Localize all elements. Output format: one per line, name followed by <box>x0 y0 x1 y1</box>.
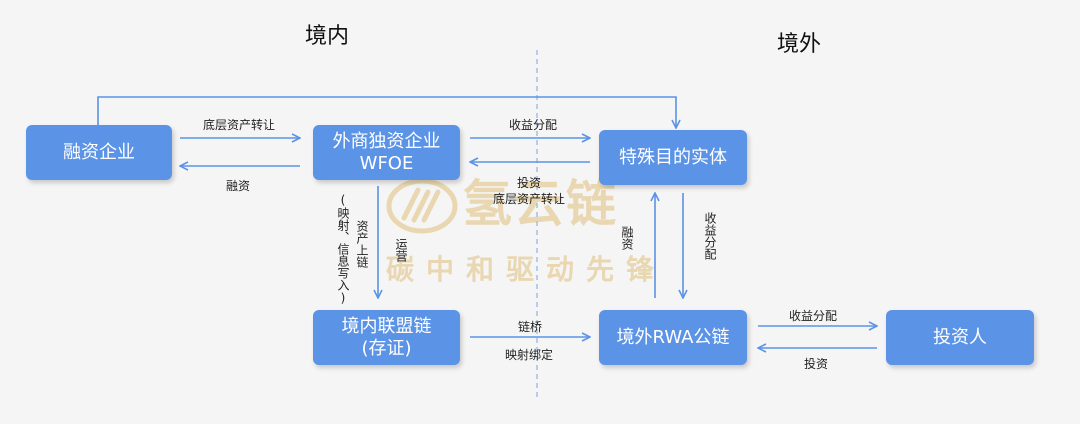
label-financing-2: 融资 <box>620 226 634 250</box>
region-domestic-title: 境内 <box>305 24 350 49</box>
label-mapping-write: (映射、信息写入) <box>336 193 350 305</box>
node-financing-company: 融资企业 <box>26 125 172 180</box>
label-investment-1: 投资 <box>517 176 542 190</box>
label-income-dist-1: 收益分配 <box>509 118 558 132</box>
label-asset-transfer-1: 底层资产转让 <box>203 118 276 132</box>
label-mapping-binding: 映射绑定 <box>505 348 554 362</box>
label-asset-transfer-2: 底层资产转让 <box>493 192 566 206</box>
node-spv: 特殊目的实体 <box>599 130 747 185</box>
node-financing-company-label: 融资企业 <box>63 141 135 163</box>
node-overseas-rwa-chain-label: 境外RWA公链 <box>616 326 730 348</box>
watermark-slogan: 碳中和驱动先锋 <box>386 253 667 286</box>
label-income-dist-3: 收益分配 <box>789 309 838 323</box>
node-overseas-rwa-chain: 境外RWA公链 <box>599 310 747 365</box>
watermark-brand: 氢云链 <box>462 175 618 233</box>
node-wfoe-label-line2: WFOE <box>359 152 414 174</box>
node-domestic-chain-label-line2: (存证) <box>361 337 412 359</box>
label-chain-bridge: 链桥 <box>518 320 543 334</box>
node-domestic-chain: 境内联盟链 (存证) <box>313 310 460 365</box>
region-overseas-title: 境外 <box>777 32 822 57</box>
node-investor: 投资人 <box>886 310 1034 365</box>
arrow-top-loop <box>97 96 676 128</box>
label-income-dist-2: 收益分配 <box>703 212 717 260</box>
label-operation: 运营 <box>394 238 408 262</box>
label-investment-2: 投资 <box>804 357 829 371</box>
node-investor-label: 投资人 <box>933 326 987 348</box>
brand-logo-icon <box>386 178 458 234</box>
label-asset-onchain: 资产上链 <box>355 220 369 268</box>
label-financing-1: 融资 <box>226 179 251 193</box>
node-spv-label: 特殊目的实体 <box>619 146 727 168</box>
node-wfoe: 外商独资企业 WFOE <box>313 125 460 180</box>
node-wfoe-label-line1: 外商独资企业 <box>332 130 441 152</box>
node-domestic-chain-label-line1: 境内联盟链 <box>341 315 432 337</box>
